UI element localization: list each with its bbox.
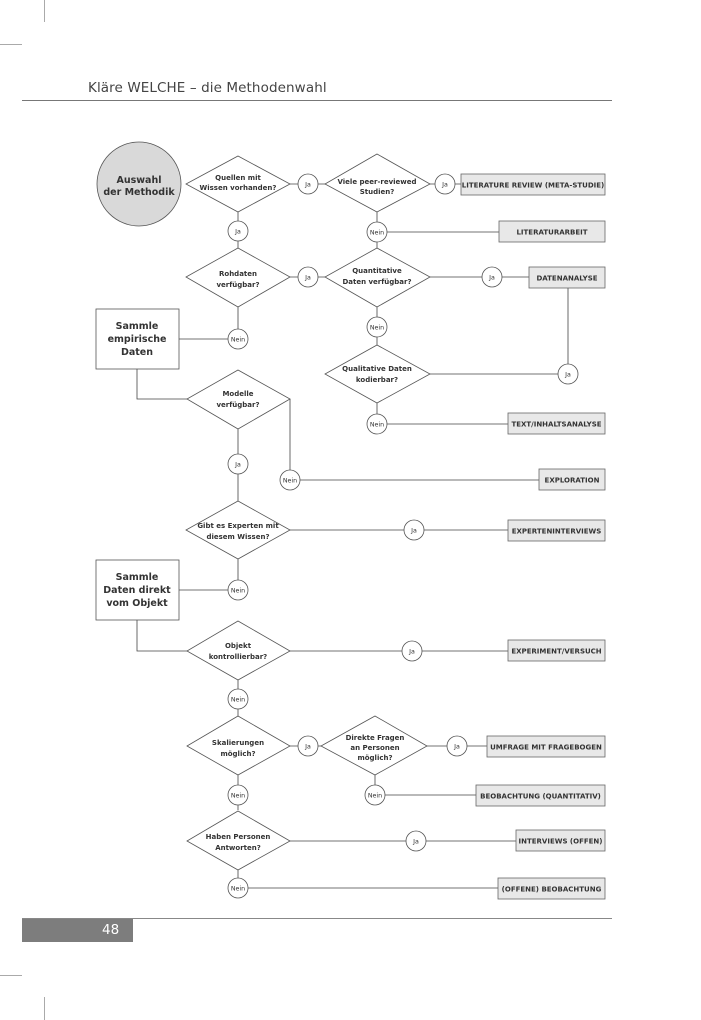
q-sources-line1: Quellen mit xyxy=(215,174,261,182)
answer-no: Nein xyxy=(368,793,382,800)
answer-yes: Ja xyxy=(453,744,460,751)
q-qual-line1: Qualitative Daten xyxy=(342,365,412,373)
page-header-title: Kläre WELCHE – die Methodenwahl xyxy=(88,80,327,96)
collect-direct-box: Sammle Daten direkt vom Objekt xyxy=(95,559,180,621)
answer-yes: Ja xyxy=(564,372,571,379)
answer-no: Nein xyxy=(370,230,384,237)
answer-labels: Ja Ja Ja Nein Ja Ja Nein Nein Ja Nein Ja… xyxy=(231,182,571,893)
q-sources-line2: Wissen vorhanden? xyxy=(200,184,277,192)
collect-empirical-line2: empirische xyxy=(108,334,167,345)
method-literaturarbeit: LITERATURARBEIT xyxy=(516,229,587,237)
answer-no: Nein xyxy=(231,337,245,344)
method-datenanalyse: DATENANALYSE xyxy=(536,275,597,283)
answer-yes: Ja xyxy=(304,182,311,189)
q-direct-line1: Direkte Fragen xyxy=(346,734,405,742)
q-experts-line2: diesem Wissen? xyxy=(206,533,269,541)
q-models-line1: Modelle xyxy=(222,390,253,398)
answer-circles xyxy=(227,173,579,899)
q-raw-line1: Rohdaten xyxy=(219,270,257,278)
q-raw-line2: verfügbar? xyxy=(216,281,259,289)
method-interviews-offen: INTERVIEWS (OFFEN) xyxy=(519,838,603,846)
answer-no: Nein xyxy=(370,422,384,429)
decision-diamonds xyxy=(185,153,431,871)
crop-mark xyxy=(44,997,45,1020)
method-labels: LITERATURE REVIEW (META-STUDIE) LITERATU… xyxy=(462,182,605,894)
q-peer-line2: Studien? xyxy=(360,188,395,196)
answer-yes: Ja xyxy=(410,528,417,535)
answer-yes: Ja xyxy=(408,649,415,656)
answer-no: Nein xyxy=(231,886,245,893)
collect-empirical-line3: Daten xyxy=(121,347,153,358)
page-number-tab xyxy=(22,919,133,942)
q-scale-line1: Skalierungen xyxy=(212,739,264,747)
crop-mark xyxy=(44,0,45,22)
collect-direct-line2: Daten direkt xyxy=(103,585,171,596)
answer-yes: Ja xyxy=(304,275,311,282)
method-exploration: EXPLORATION xyxy=(545,477,600,485)
q-answers-line1: Haben Personen xyxy=(206,833,271,841)
q-quant-line1: Quantitative xyxy=(352,267,402,275)
q-quant-line2: Daten verfügbar? xyxy=(342,278,411,286)
collect-empirical-box: Sammle empirische Daten xyxy=(95,308,180,370)
q-experts-line1: Gibt es Experten mit xyxy=(197,522,279,530)
page-number: 48 xyxy=(102,922,120,938)
method-literature-review: LITERATURE REVIEW (META-STUDIE) xyxy=(462,182,605,190)
start-label-line2: der Methodik xyxy=(103,187,175,198)
start-label-line1: Auswahl xyxy=(117,175,162,186)
method-beobachtung-quantitativ: BEOBACHTUNG (QUANTITATIV) xyxy=(480,793,601,801)
answer-yes: Ja xyxy=(234,462,241,469)
answer-yes: Ja xyxy=(234,229,241,236)
method-experteninterviews: EXPERTENINTERVIEWS xyxy=(512,528,602,536)
header-divider xyxy=(22,100,612,101)
answer-no: Nein xyxy=(231,588,245,595)
answer-no: Nein xyxy=(231,697,245,704)
method-boxes xyxy=(460,173,606,900)
method-umfrage: UMFRAGE MIT FRAGEBOGEN xyxy=(490,744,602,752)
q-peer-line1: Viele peer-reviewed xyxy=(337,178,416,186)
method-experiment: EXPERIMENT/VERSUCH xyxy=(511,648,601,656)
answer-yes: Ja xyxy=(412,839,419,846)
q-direct-line3: möglich? xyxy=(357,754,392,762)
q-direct-line2: an Personen xyxy=(350,744,399,752)
crop-mark xyxy=(0,44,22,45)
q-control-line1: Objekt xyxy=(225,642,252,650)
collect-empirical-line1: Sammle xyxy=(116,321,159,332)
q-qual-line2: kodierbar? xyxy=(356,376,398,384)
decision-labels: Quellen mit Wissen vorhanden? Viele peer… xyxy=(197,174,416,852)
answer-no: Nein xyxy=(231,793,245,800)
collect-direct-line3: vom Objekt xyxy=(106,598,168,609)
start-node: Auswahl der Methodik xyxy=(96,141,182,227)
answer-yes: Ja xyxy=(488,275,495,282)
q-models-line2: verfügbar? xyxy=(216,401,259,409)
answer-yes: Ja xyxy=(441,182,448,189)
q-answers-line2: Antworten? xyxy=(215,844,261,852)
answer-no: Nein xyxy=(283,478,297,485)
crop-mark xyxy=(0,975,22,976)
footer-divider xyxy=(22,918,612,919)
collect-direct-line1: Sammle xyxy=(116,572,159,583)
q-control-line2: kontrollierbar? xyxy=(209,653,268,661)
method-text-inhaltsanalyse: TEXT/INHALTSANALYSE xyxy=(511,421,601,429)
method-offene-beobachtung: (OFFENE) BEOBACHTUNG xyxy=(502,886,602,894)
answer-yes: Ja xyxy=(304,744,311,751)
q-scale-line2: möglich? xyxy=(220,750,255,758)
answer-no: Nein xyxy=(370,325,384,332)
